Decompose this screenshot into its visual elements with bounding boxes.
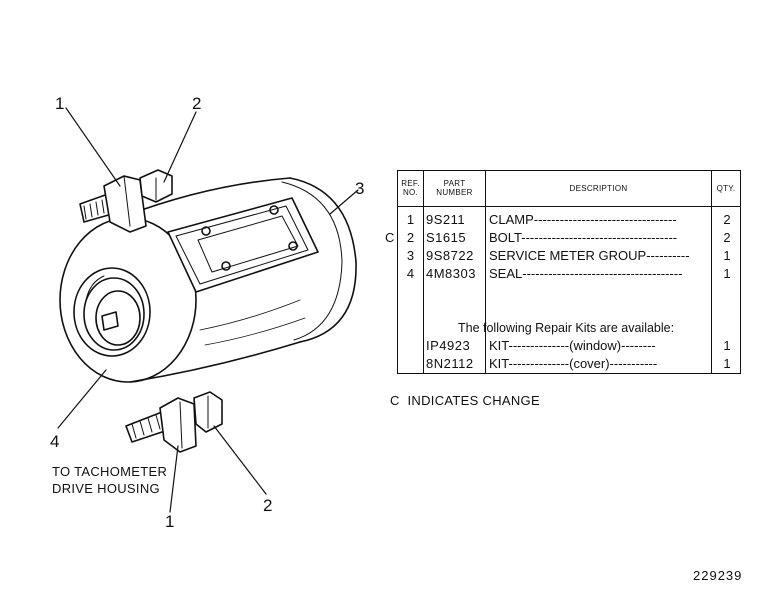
bottom-clamp-assembly [125,391,223,453]
kit-part-number: 8N2112 [426,356,474,371]
row-qty: 1 [723,248,731,263]
housing-rear-face [289,177,357,343]
parts-table-header [398,171,740,207]
row-description: SERVICE METER GROUP---------- [489,248,690,263]
row-description: SEAL------------------------------------… [489,266,683,281]
row-qty: 1 [723,266,731,281]
header-ref-no: REF. NO. [398,171,423,205]
leader-1-bottom [169,445,179,513]
drive-housing-note-line2: DRIVE HOUSING [52,481,160,496]
col-divider-1 [423,171,424,373]
row-ref: 4 [406,266,415,281]
leader-2-bottom [213,425,267,495]
table-row: 4 4M8303 SEAL---------------------------… [398,265,740,282]
repair-kits-note: The following Repair Kits are available: [458,321,675,335]
header-description: DESCRIPTION [486,171,711,205]
window-plate [167,197,319,293]
header-part-line2: NUMBER [436,188,473,197]
header-qty-text: QTY. [716,183,736,193]
kit-qty: 1 [723,356,731,371]
drive-hub [73,267,151,357]
plate-screw-2 [269,205,279,215]
table-row: 2 S1615 BOLT----------------------------… [398,229,740,246]
header-ref-line1: REF. [401,179,420,188]
header-description-text: DESCRIPTION [569,183,628,193]
row-part-number: 9S211 [426,212,466,227]
callout-3: 3 [355,179,365,198]
kit-description: KIT--------------(window)-------- [489,338,656,353]
table-row: 1 9S211 CLAMP---------------------------… [398,211,740,228]
kit-row: IP4923 KIT--------------(window)--------… [398,337,740,354]
row-ref: 2 [406,230,415,245]
change-legend: C INDICATES CHANGE [390,393,540,408]
plate-screw-1 [201,226,211,236]
col-divider-2 [485,171,486,373]
callout-1-bottom: 1 [165,512,175,531]
col-divider-3 [711,171,712,373]
drive-housing-note: TO TACHOMETER DRIVE HOUSING [52,463,167,497]
callout-2-top: 2 [192,94,202,113]
leader-2-top [163,111,197,183]
callout-1-top: 1 [55,94,65,113]
row-part-number: 4M8303 [426,266,476,281]
change-mark: C [385,230,395,245]
plate-screw-4 [288,241,298,251]
row-ref: 1 [406,212,415,227]
header-part-number: PART NUMBER [424,171,485,205]
row-description: BOLT------------------------------------ [489,230,678,245]
row-qty: 2 [723,212,731,227]
kit-qty: 1 [723,338,731,353]
header-ref-line2: NO. [402,188,419,197]
plate-screw-3 [221,261,231,271]
header-qty: QTY. [712,171,740,205]
row-description: CLAMP--------------------------------- [489,212,677,227]
kit-description: KIT--------------(cover)----------- [489,356,658,371]
row-part-number: 9S8722 [426,248,474,263]
row-qty: 2 [723,230,731,245]
row-ref: 3 [406,248,415,263]
row-part-number: S1615 [426,230,467,245]
top-clamp-assembly [79,169,173,233]
table-row: 3 9S8722 SERVICE METER GROUP---------- 1 [398,247,740,264]
housing-bottom-edge [129,341,301,383]
header-part-line1: PART [443,179,466,188]
leader-4 [57,369,107,429]
parts-table: REF. NO. PART NUMBER DESCRIPTION QTY. 1 … [397,170,741,374]
leader-1-top [65,107,121,187]
leader-3 [329,189,359,215]
drive-housing-note-line1: TO TACHOMETER [52,464,168,479]
callout-2-bottom: 2 [263,496,273,515]
figure-number: 229239 [693,568,743,583]
callout-4: 4 [50,432,60,451]
kit-part-number: IP4923 [426,338,471,353]
kit-row: 8N2112 KIT--------------(cover)---------… [398,355,740,372]
